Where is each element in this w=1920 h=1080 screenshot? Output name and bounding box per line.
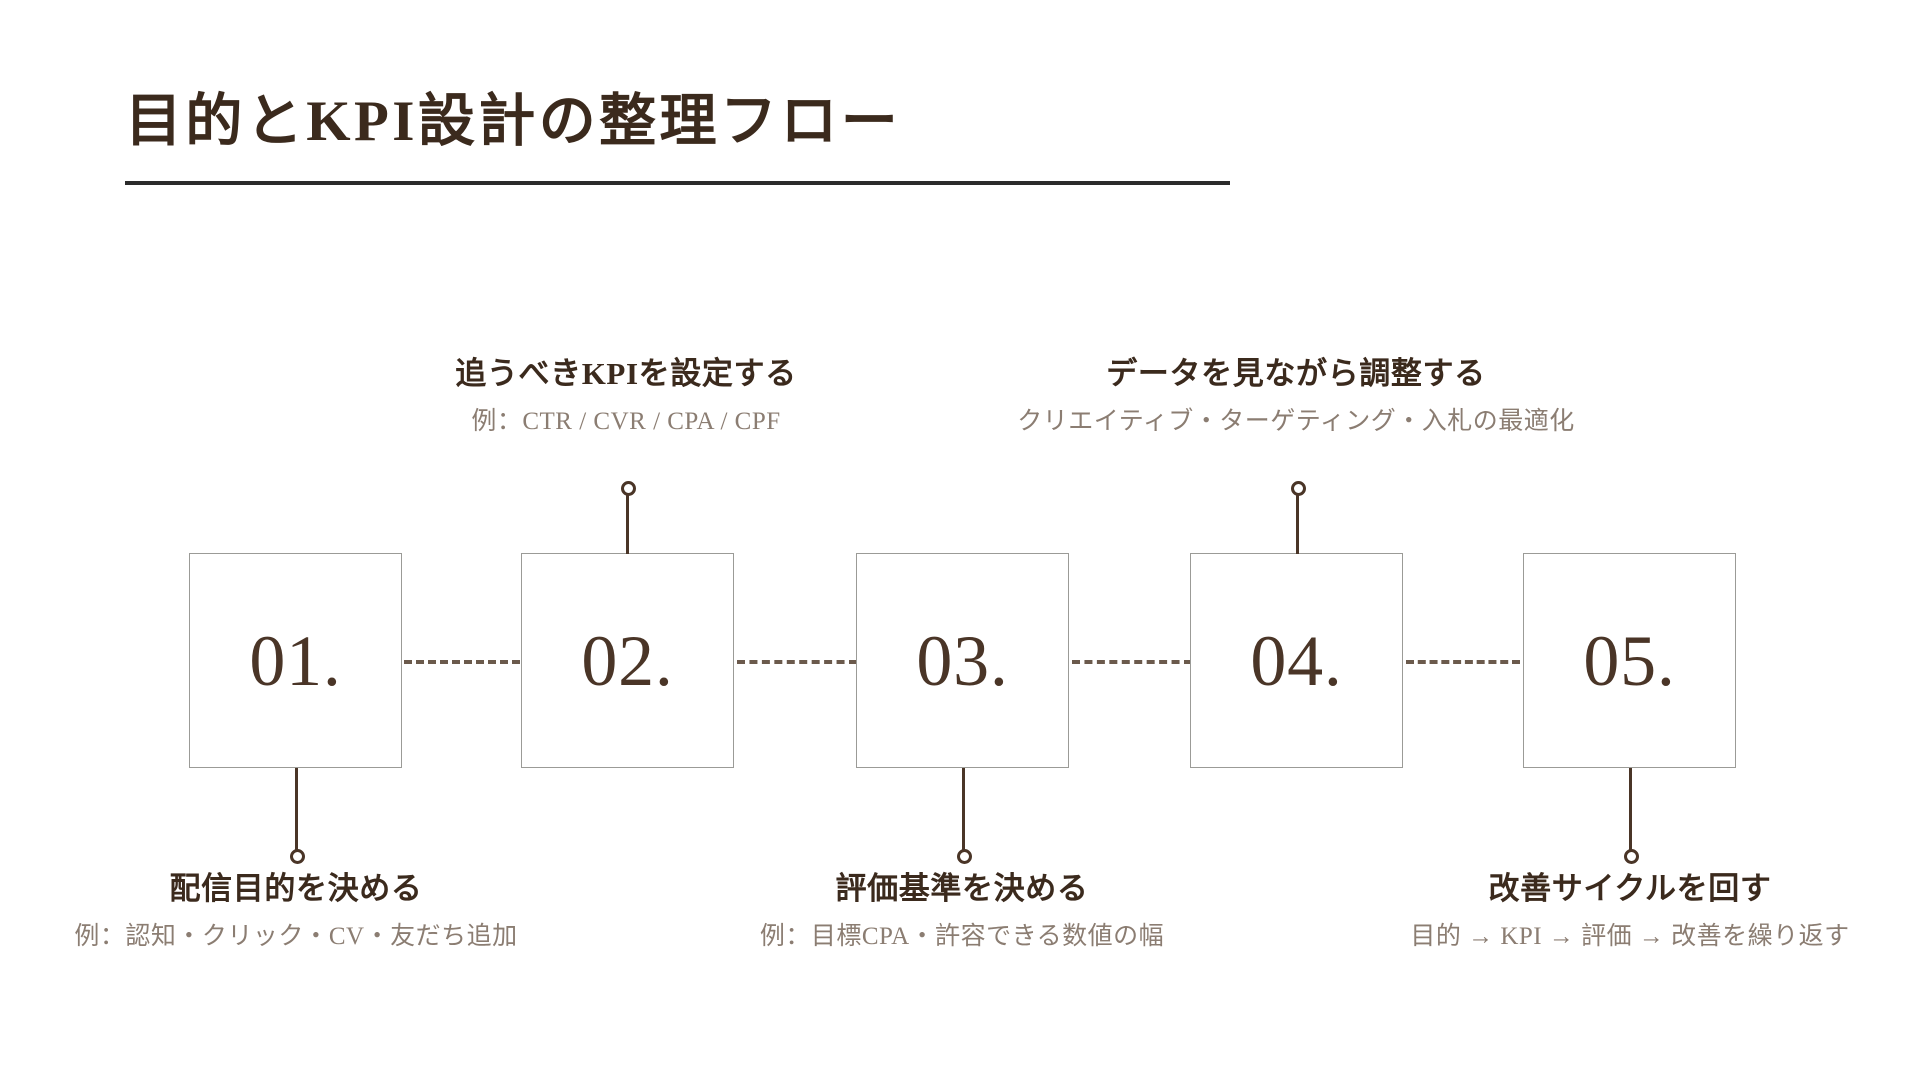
leader-dot-step-02 (621, 481, 636, 496)
step-box-03[interactable]: 03. (856, 553, 1069, 768)
leader-dot-step-03 (957, 849, 972, 864)
connector-02-03 (737, 660, 857, 664)
callout-step-01: 配信目的を決める 例：認知・クリック・CV・友だち追加 (0, 870, 592, 953)
leader-dot-step-04 (1291, 481, 1306, 496)
step-box-04[interactable]: 04. (1190, 553, 1403, 768)
page-title: 目的とKPI設計の整理フロー (125, 90, 902, 153)
step-number-03: 03. (916, 620, 1009, 701)
connector-01-02 (404, 660, 520, 664)
callout-subtitle-step-05: 目的 → KPI → 評価 → 改善を繰り返す (1410, 922, 1850, 950)
callout-subtitle-step-03: 例：目標CPA・許容できる数値の幅 (759, 922, 1165, 950)
step-box-01[interactable]: 01. (189, 553, 402, 768)
leader-line-step-02 (626, 492, 629, 554)
callout-subtitle-step-04: クリエイティブ・ターゲティング・入札の最適化 (1017, 407, 1575, 435)
title-underline-rule (125, 181, 1230, 186)
callout-subtitle-step-02: 例：CTR / CVR / CPA / CPF (471, 407, 781, 435)
callout-title-step-04: データを見ながら調整する (1106, 356, 1486, 391)
leader-line-step-01 (295, 768, 298, 856)
callout-title-step-05: 改善サイクルを回す (1488, 871, 1772, 906)
step-number-05: 05. (1583, 620, 1676, 701)
callout-subtitle-step-01: 例：認知・クリック・CV・友だち追加 (74, 922, 518, 950)
callout-step-04: データを見ながら調整する クリエイティブ・ターゲティング・入札の最適化 (1000, 355, 1592, 438)
callout-step-02: 追うべきKPIを設定する 例：CTR / CVR / CPA / CPF (330, 355, 922, 438)
leader-dot-step-05 (1624, 849, 1639, 864)
leader-dot-step-01 (290, 849, 305, 864)
callout-step-05: 改善サイクルを回す 目的 → KPI → 評価 → 改善を繰り返す (1334, 870, 1920, 953)
title-block: 目的とKPI設計の整理フロー (125, 88, 1235, 186)
callout-title-step-01: 配信目的を決める (169, 871, 423, 906)
step-box-02[interactable]: 02. (521, 553, 734, 768)
leader-line-step-04 (1296, 492, 1299, 554)
connector-03-04 (1072, 660, 1192, 664)
leader-line-step-03 (962, 768, 965, 856)
step-number-02: 02. (581, 620, 674, 701)
callout-title-step-02: 追うべきKPIを設定する (455, 356, 797, 391)
step-number-01: 01. (249, 620, 342, 701)
step-box-05[interactable]: 05. (1523, 553, 1736, 768)
leader-line-step-05 (1629, 768, 1632, 856)
callout-title-step-03: 評価基準を決める (835, 871, 1089, 906)
callout-step-03: 評価基準を決める 例：目標CPA・許容できる数値の幅 (666, 870, 1258, 953)
step-number-04: 04. (1250, 620, 1343, 701)
connector-04-05 (1406, 660, 1520, 664)
